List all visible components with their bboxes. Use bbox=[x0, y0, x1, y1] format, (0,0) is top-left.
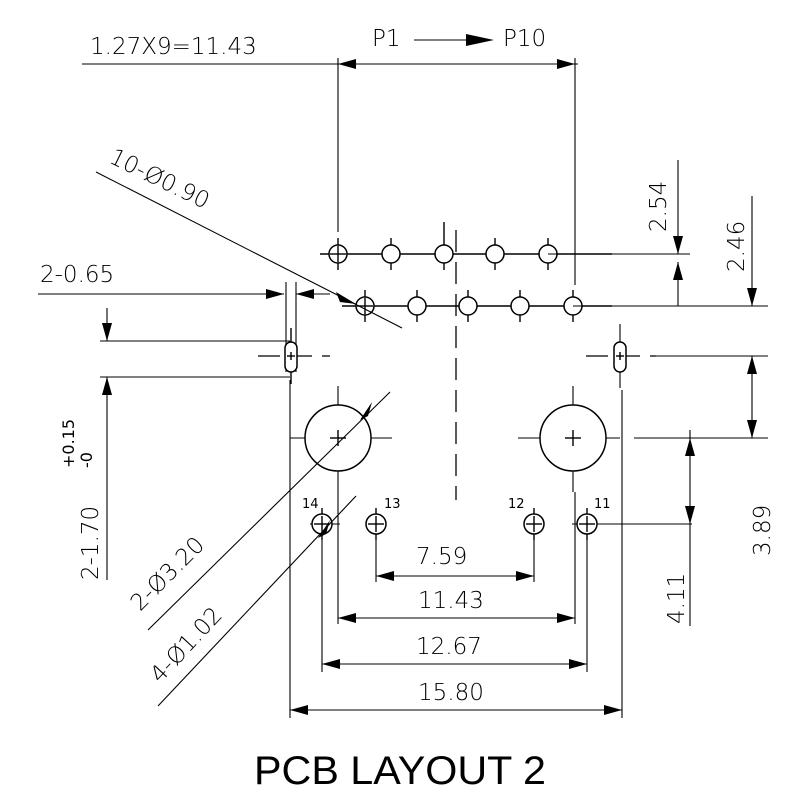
offset-246-label: 2.46 bbox=[724, 221, 750, 272]
pin-range-end-label: P10 bbox=[503, 26, 546, 52]
pin-label-13: 13 bbox=[384, 497, 401, 512]
dim-759: 7.59 bbox=[376, 544, 534, 581]
large-holes bbox=[290, 386, 620, 500]
slot-width-label: 2-0.65 bbox=[40, 262, 114, 288]
row-spacing-label: 2.54 bbox=[646, 181, 672, 232]
pin-hole bbox=[458, 296, 478, 316]
mid-holes: 14 13 12 11 bbox=[302, 497, 692, 540]
dim-1580: 15.80 bbox=[290, 680, 622, 715]
width-1267-label: 12.67 bbox=[416, 634, 482, 660]
width-1580-label: 15.80 bbox=[418, 680, 484, 706]
pin-hole bbox=[407, 296, 427, 316]
pin-label-11: 11 bbox=[594, 497, 611, 512]
pitch-dimension: 1.27X9=11.43 P1 P10 bbox=[82, 26, 578, 285]
pin-hole bbox=[510, 296, 530, 316]
small-holes-callout: 10-Ø0.90 bbox=[95, 144, 403, 329]
dim-246: 2.46 bbox=[656, 196, 768, 438]
pin-label-14: 14 bbox=[302, 497, 319, 512]
pin-range-start-label: P1 bbox=[372, 26, 401, 52]
width-759-label: 7.59 bbox=[416, 544, 467, 570]
slot-tolerance-minus: -0 bbox=[77, 452, 96, 468]
slots bbox=[258, 324, 656, 388]
row-2-holes bbox=[342, 290, 612, 322]
bottom-extension-lines bbox=[289, 380, 623, 718]
slot-length-label: 2-1.70 bbox=[78, 506, 104, 580]
pin-label-12: 12 bbox=[508, 497, 525, 512]
offset-389-label: 3.89 bbox=[750, 505, 776, 556]
large-holes-label: 2-Ø3.20 bbox=[126, 532, 210, 616]
slot-length-dimension: 2-1.70 +0.15 -0 bbox=[59, 308, 290, 580]
offset-411-label: 4.11 bbox=[664, 573, 690, 624]
row-1-holes bbox=[320, 222, 612, 270]
pin-hole bbox=[381, 244, 401, 264]
dim-389: 3.89 bbox=[634, 420, 776, 556]
dim-254: 2.54 bbox=[548, 160, 768, 307]
pitch-label: 1.27X9=11.43 bbox=[90, 34, 257, 60]
pin-hole bbox=[434, 244, 454, 264]
pin-hole bbox=[485, 244, 505, 264]
width-1143-label: 11.43 bbox=[418, 588, 484, 614]
dim-1143: 11.43 bbox=[338, 588, 575, 623]
dim-411: 4.11 bbox=[664, 430, 695, 626]
dim-1267: 12.67 bbox=[322, 634, 587, 669]
drawing-title: PCB LAYOUT 2 bbox=[254, 749, 546, 793]
slot-tolerance-plus: +0.15 bbox=[59, 419, 78, 468]
